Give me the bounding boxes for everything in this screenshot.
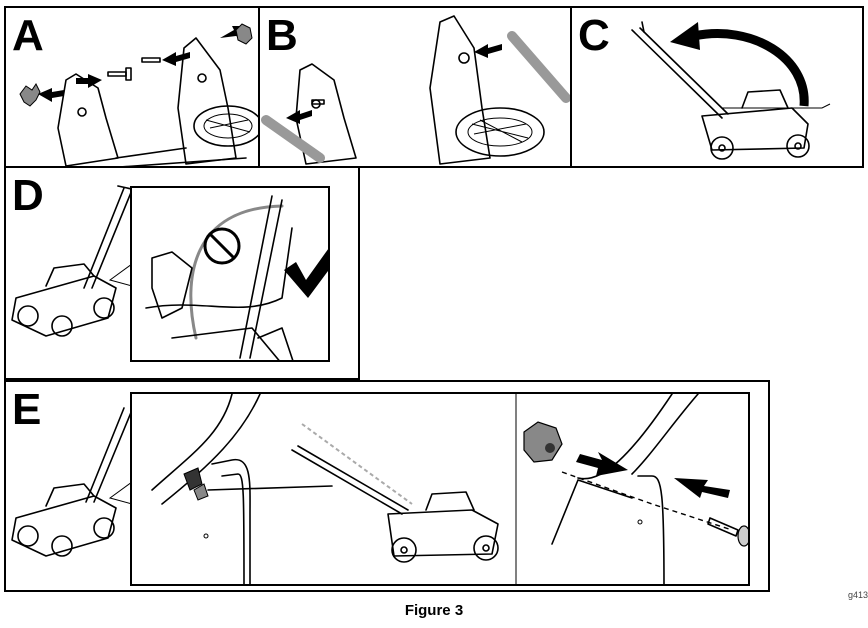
lawnmower-icon: [631, 21, 831, 160]
bolt-icon: [107, 57, 161, 81]
panel-label-e: E: [12, 385, 42, 434]
panel-e-detail-inset: [130, 392, 750, 586]
panel-a: A: [4, 6, 260, 168]
figure-caption: Figure 3: [404, 602, 464, 619]
panel-d-mower: [11, 185, 137, 337]
panel-e-detail: [151, 394, 748, 584]
knob-icon: [523, 421, 563, 463]
checkmark-icon: [284, 249, 328, 298]
arrow-icon: [576, 452, 730, 498]
curved-arrow-icon: [670, 22, 809, 107]
prohibited-icon: [203, 227, 241, 265]
panel-d-detail-inset: [130, 186, 330, 362]
panel-b-illustration: [261, 15, 570, 165]
panel-label-d: D: [12, 171, 44, 220]
arrow-icon: [38, 26, 244, 102]
bolt-icon: [311, 99, 325, 105]
panel-c-illustration: [631, 21, 831, 160]
panel-label-c: C: [578, 11, 610, 60]
panel-e: E: [4, 380, 770, 592]
bolt-icon: [707, 517, 748, 547]
panel-label-b: B: [266, 11, 298, 60]
lawnmower-icon: [11, 407, 133, 557]
lawnmower-icon: [291, 423, 499, 563]
panel-e-mower: [11, 407, 133, 557]
panel-b: B: [258, 6, 572, 168]
arrow-icon: [286, 44, 502, 124]
panel-label-a: A: [12, 11, 44, 60]
panel-c: C: [570, 6, 864, 168]
panel-d-detail: [145, 195, 328, 360]
panel-d: D: [4, 166, 360, 380]
knob-icon: [19, 83, 41, 107]
lawnmower-icon: [11, 185, 137, 337]
panel-a-illustration: [19, 23, 258, 166]
figure-id: g413: [847, 590, 868, 600]
